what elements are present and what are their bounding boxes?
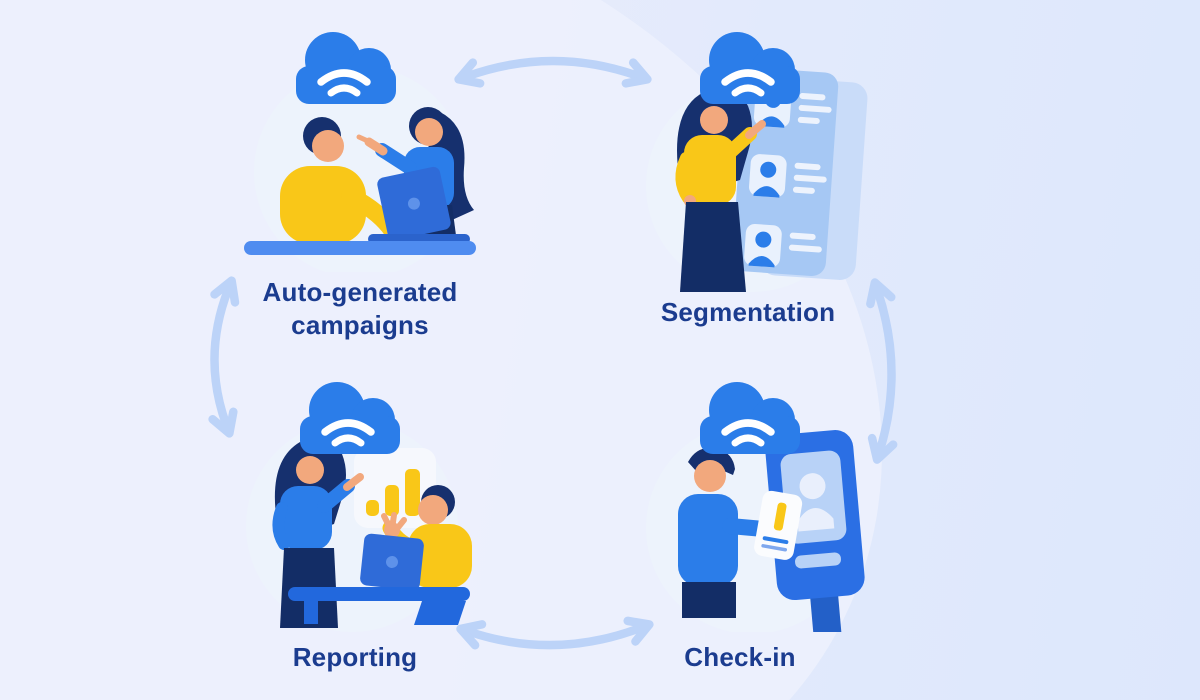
cloud-sync-icon: [296, 32, 396, 104]
profile-card: [744, 223, 822, 268]
arrow-segmentation-checkin: [866, 278, 898, 464]
cloud-sync-icon: [300, 382, 400, 454]
customer-profile-panel: [732, 67, 868, 280]
woman-presenting: [272, 437, 364, 628]
phone-ticket: [754, 490, 803, 560]
label-check-in: Check-in: [684, 642, 796, 672]
illustration-segmentation: [646, 26, 868, 292]
laptop: [360, 533, 424, 591]
woman-pointing: [675, 87, 766, 292]
table: [288, 587, 470, 625]
label-reporting: Reporting: [292, 642, 418, 672]
illustration-check-in: [646, 376, 865, 632]
desk: [244, 241, 476, 255]
arrow-campaigns-segmentation: [454, 56, 652, 88]
bar-chart-card: [354, 448, 436, 528]
cloud-sync-icon: [700, 382, 800, 454]
arrow-campaigns-reporting: [208, 276, 240, 438]
label-auto-generated-campaigns: Auto-generated campaigns: [262, 277, 458, 340]
label-segmentation: Segmentation: [660, 297, 836, 327]
illustration-auto-generated-campaigns: [244, 26, 476, 272]
arrow-reporting-checkin: [456, 616, 654, 650]
cloud-sync-icon: [700, 32, 800, 104]
illustration-reporting: [246, 376, 472, 632]
profile-card: [749, 154, 827, 198]
